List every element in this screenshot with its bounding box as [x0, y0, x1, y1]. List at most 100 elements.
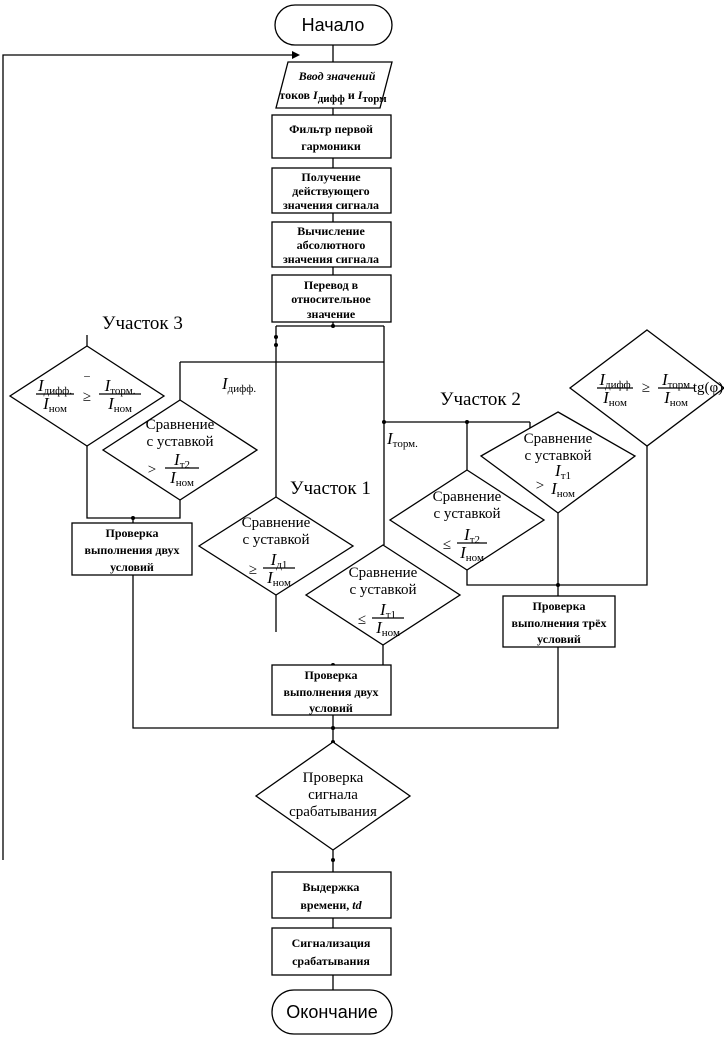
input-parallelogram: Ввод значений токов Iдифф и Iторм [275, 61, 393, 109]
fraction-numerator: Iт1 [379, 600, 396, 621]
section-3-title: Участок 3 [102, 313, 183, 334]
svg-text:‾: ‾ [84, 376, 91, 392]
svg-text:Выдержка: Выдержка [303, 880, 360, 894]
step-rms: Получение действующего значения сигнала [271, 167, 392, 214]
svg-text:Получение: Получение [301, 170, 361, 184]
svg-text:Сравнение: Сравнение [242, 515, 311, 531]
fraction-denominator: Iном [550, 479, 575, 500]
fraction-denominator: Iном [602, 388, 627, 409]
svg-text:условий: условий [537, 632, 581, 646]
section-1-title: Участок 1 [290, 478, 371, 499]
svg-text:выполнения двух: выполнения двух [84, 543, 179, 557]
fraction-denominator: Iном [375, 618, 400, 639]
svg-text:срабатывания: срабатывания [292, 954, 370, 968]
svg-text:условий: условий [309, 701, 353, 715]
fraction-numerator: Iд1 [270, 550, 288, 571]
svg-text:с уставкой: с уставкой [433, 506, 500, 522]
trip-signal-diamond: Проверка сигнала срабатывания [254, 741, 412, 851]
svg-text:с уставкой: с уставкой [242, 532, 309, 548]
diff-current-label: Iдифф. [221, 374, 256, 395]
fraction-numerator: Iт2 [173, 450, 190, 471]
alarm-box: Сигнализация срабатывания [271, 927, 392, 976]
svg-text:≥: ≥ [249, 562, 257, 578]
svg-text:Окончание: Окончание [286, 1002, 377, 1022]
svg-text:≤: ≤ [358, 612, 366, 628]
fraction-denominator: Iном [459, 543, 484, 564]
svg-text:Проверка: Проверка [533, 599, 586, 613]
fraction-numerator: Iт1 [554, 461, 571, 482]
svg-text:значения сигнала: значения сигнала [283, 252, 379, 266]
fraction-denominator: Iном [42, 394, 67, 415]
svg-text:срабатывания: срабатывания [289, 804, 377, 820]
svg-text:условий: условий [110, 560, 154, 574]
svg-text:абсолютного: абсолютного [297, 238, 366, 252]
s3-check-box: Проверка выполнения двух условий [71, 522, 193, 576]
fraction-denominator: Iном [107, 394, 132, 415]
svg-text:>: > [148, 462, 156, 478]
s2-check-box: Проверка выполнения трёх условий [502, 595, 616, 648]
svg-text:Сравнение: Сравнение [433, 489, 502, 505]
svg-text:Начало: Начало [302, 15, 365, 35]
fraction-denominator: Iном [663, 388, 688, 409]
svg-text:относительное: относительное [291, 292, 371, 306]
svg-text:Сравнение: Сравнение [524, 431, 593, 447]
brake-current-label: Iторм. [386, 429, 418, 450]
svg-text:выполнения трёх: выполнения трёх [512, 616, 607, 630]
svg-text:Фильтр первой: Фильтр первой [289, 122, 373, 136]
delay-box: Выдержка времени, td [271, 871, 392, 919]
svg-text:Проверка: Проверка [106, 526, 159, 540]
fraction-denominator: Iном [169, 468, 194, 489]
svg-text:с уставкой: с уставкой [349, 582, 416, 598]
section-2-title: Участок 2 [440, 389, 521, 410]
svg-text:значение: значение [307, 307, 356, 321]
svg-text:Ввод значений: Ввод значений [298, 69, 376, 83]
svg-text:tg(φ): tg(φ) [693, 380, 723, 396]
connectors [2, 45, 648, 990]
svg-text:с уставкой: с уставкой [524, 448, 591, 464]
svg-text:≥: ≥ [83, 389, 91, 405]
svg-text:времени, td: времени, td [300, 898, 362, 912]
fraction: Iдифф.Iном [36, 376, 74, 415]
fraction-denominator: Iном [266, 568, 291, 589]
svg-text:Перевод в: Перевод в [304, 278, 359, 292]
svg-text:≤: ≤ [443, 537, 451, 553]
svg-text:действующего: действующего [292, 184, 369, 198]
svg-text:выполнения двух: выполнения двух [283, 685, 378, 699]
svg-text:Сравнение: Сравнение [349, 565, 418, 581]
svg-text:≥: ≥ [642, 380, 650, 396]
s3-condition-diamond: Iдифф.Iном ≥ ‾ Iторм.Iном [8, 345, 166, 447]
start-terminator: Начало [274, 4, 393, 46]
svg-text:Сигнализация: Сигнализация [292, 936, 371, 950]
svg-text:с уставкой: с уставкой [146, 434, 213, 450]
svg-text:Сравнение: Сравнение [146, 417, 215, 433]
svg-text:>: > [536, 478, 544, 494]
svg-text:Вычисление: Вычисление [297, 224, 365, 238]
step-absolute: Вычисление абсолютного значения сигнала [271, 221, 392, 268]
fraction: Iторм.Iном [99, 376, 141, 415]
svg-text:значения сигнала: значения сигнала [283, 198, 379, 212]
input-currents-text: токов Iдифф и Iторм [279, 88, 387, 105]
svg-text:гармоники: гармоники [301, 139, 361, 153]
arrow-head-icon [292, 51, 300, 59]
step-relative: Перевод в относительное значение [271, 274, 392, 323]
step-filter: Фильтр первой гармоники [271, 114, 392, 159]
end-terminator: Окончание [271, 989, 393, 1035]
fraction-numerator: Iт2 [463, 525, 480, 546]
s1-check-box: Проверка выполнения двух условий [271, 664, 392, 716]
svg-text:сигнала: сигнала [308, 787, 358, 803]
svg-text:Проверка: Проверка [305, 668, 358, 682]
